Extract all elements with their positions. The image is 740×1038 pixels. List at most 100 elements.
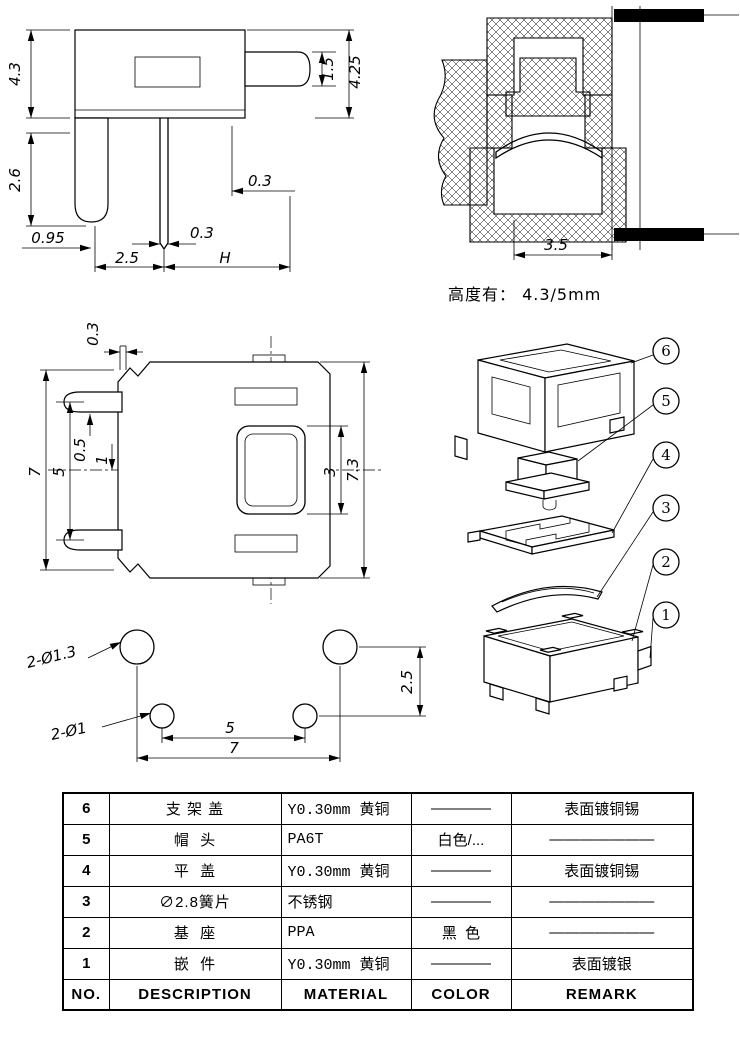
dim-right-height: 4.25 xyxy=(346,55,364,88)
side-view: 4.3 2.6 0.95 2.5 H 0.3 0.3 1.5 xyxy=(6,29,364,272)
row-color: ———— xyxy=(410,947,512,980)
dim-plunger-height: 1.5 xyxy=(319,57,337,81)
row-color: 白色/... xyxy=(410,823,512,856)
row-no: 5 xyxy=(62,823,110,856)
header-no: NO. xyxy=(62,978,110,1011)
dim-pitch-large: 7 xyxy=(229,739,239,757)
bottom-tab xyxy=(252,577,286,586)
hole-small-left xyxy=(149,703,175,729)
dim-body-width: 7 xyxy=(26,467,44,477)
part-cap xyxy=(505,451,590,511)
contact-slot-top xyxy=(234,387,298,406)
callout-6: 6 xyxy=(661,342,671,360)
table-row-2: 2 基 座 PPA 黑 色 ——————— xyxy=(62,916,694,949)
dim-pitch: 2.5 xyxy=(115,249,139,267)
table-row-4: 4 平 盖 Y0.30mm 黄铜 ———— 表面镀铜锡 xyxy=(62,854,694,887)
row-description: 平 盖 xyxy=(108,854,282,887)
row-material: PPA xyxy=(280,916,412,949)
header-material: MATERIAL xyxy=(280,978,412,1011)
callout-2: 2 xyxy=(661,553,671,571)
row-color: 黑 色 xyxy=(410,916,512,949)
dim-height-var: H xyxy=(219,249,230,267)
cap-section xyxy=(505,57,591,117)
row-remark: ——————— xyxy=(510,823,694,856)
technical-drawing: 4.3 2.6 0.95 2.5 H 0.3 0.3 1.5 xyxy=(6,6,739,762)
part-base xyxy=(483,612,652,715)
dim-lower-height: 2.6 xyxy=(6,168,24,192)
row-no: 1 xyxy=(62,947,110,980)
callout-4: 4 xyxy=(661,446,671,464)
callout-5: 5 xyxy=(661,392,671,410)
callout-circle-2 xyxy=(652,548,680,576)
button-outer xyxy=(236,425,306,515)
row-color: ———— xyxy=(410,854,512,887)
bom-table: 6 支 架 盖 Y0.30mm 黄铜 ———— 表面镀铜锡 5 帽 头 PA6T… xyxy=(62,792,694,1011)
row-material: PA6T xyxy=(280,823,412,856)
header-color: COLOR xyxy=(410,978,512,1011)
hole-large-right xyxy=(322,629,358,665)
insert-terminal-3 xyxy=(621,628,644,635)
section-view: 3.5 高度有： 4.3/5mm xyxy=(433,6,739,304)
base-section xyxy=(469,147,627,243)
insert-terminal-4 xyxy=(539,646,562,653)
row-color: ———— xyxy=(410,792,512,825)
row-description: 帽 头 xyxy=(108,823,282,856)
callout-circle-3 xyxy=(652,494,680,522)
side-terminal xyxy=(637,645,652,671)
row-remark: 表面镀银 xyxy=(510,947,694,980)
table-row-5: 5 帽 头 PA6T 白色/... ——————— xyxy=(62,823,694,856)
row-remark: ——————— xyxy=(510,885,694,918)
dim-body-length: 7.3 xyxy=(344,458,362,482)
dim-tab-width: 0.3 xyxy=(84,322,102,346)
callout-3: 3 xyxy=(661,499,671,517)
dim-pitch-small: 5 xyxy=(225,719,235,737)
row-color: ———— xyxy=(410,885,512,918)
dim-center-offset: 1 xyxy=(93,455,111,465)
table-row-1: 1 嵌 件 Y0.30mm 黄铜 ———— 表面镀银 xyxy=(62,947,694,980)
dim-button-width: 3 xyxy=(321,467,339,477)
switch-body-top xyxy=(117,361,331,579)
exploded-view: 6 5 4 3 2 1 xyxy=(454,337,680,715)
row-material: Y0.30mm 黄铜 xyxy=(280,792,412,825)
table-row-3: 3 ∅2.8簧片 不锈钢 ———— ——————— xyxy=(62,885,694,918)
mounting-peg xyxy=(74,117,109,223)
top-terminal xyxy=(614,9,704,22)
top-tab xyxy=(252,354,286,363)
switch-body-outline xyxy=(74,29,246,119)
dim-hole-small: 2-Ø1 xyxy=(49,719,88,744)
thin-terminal-tab xyxy=(119,345,127,370)
top-view: 0.3 0.5 1 5 7 3 7.3 xyxy=(26,322,382,604)
table-row-6: 6 支 架 盖 Y0.30mm 黄铜 ———— 表面镀铜锡 xyxy=(62,792,694,825)
row-remark: 表面镀铜锡 xyxy=(510,854,694,887)
row-no: 3 xyxy=(62,885,110,918)
dim-hole-large: 2-Ø1.3 xyxy=(25,642,78,672)
row-description: 基 座 xyxy=(108,916,282,949)
table-header-row: NO. DESCRIPTION MATERIAL COLOR REMARK xyxy=(62,978,694,1011)
dome-section xyxy=(495,132,603,160)
row-material: 不锈钢 xyxy=(280,885,412,918)
callout-1: 1 xyxy=(661,606,671,624)
row-material: Y0.30mm 黄铜 xyxy=(280,854,412,887)
button-inner xyxy=(244,433,298,507)
bottom-terminal xyxy=(614,228,704,241)
callout-circle-6 xyxy=(652,337,680,365)
insert-terminal-2 xyxy=(561,612,584,619)
callout-circle-1 xyxy=(652,601,680,629)
dim-peg-offset: 0.95 xyxy=(31,229,64,247)
side-view-dimensions: 4.3 2.6 0.95 2.5 H 0.3 0.3 1.5 xyxy=(6,29,364,272)
dim-pin-edge: 0.5 xyxy=(71,438,89,462)
contact-slot-bottom xyxy=(234,534,298,553)
row-no: 2 xyxy=(62,916,110,949)
hole-small-right xyxy=(292,703,318,729)
row-no: 6 xyxy=(62,792,110,825)
height-note: 高度有： 4.3/5mm xyxy=(448,285,601,304)
row-remark: 表面镀铜锡 xyxy=(510,792,694,825)
callouts: 6 5 4 3 2 1 xyxy=(577,337,680,659)
dim-row-gap: 2.5 xyxy=(398,670,416,694)
header-remark: REMARK xyxy=(510,978,694,1011)
footprint-view: 2-Ø1.3 2-Ø1 5 7 2.5 xyxy=(25,629,426,762)
hole-large-left xyxy=(119,629,155,665)
row-description: 支 架 盖 xyxy=(108,792,282,825)
row-material: Y0.30mm 黄铜 xyxy=(280,947,412,980)
row-remark: ——————— xyxy=(510,916,694,949)
